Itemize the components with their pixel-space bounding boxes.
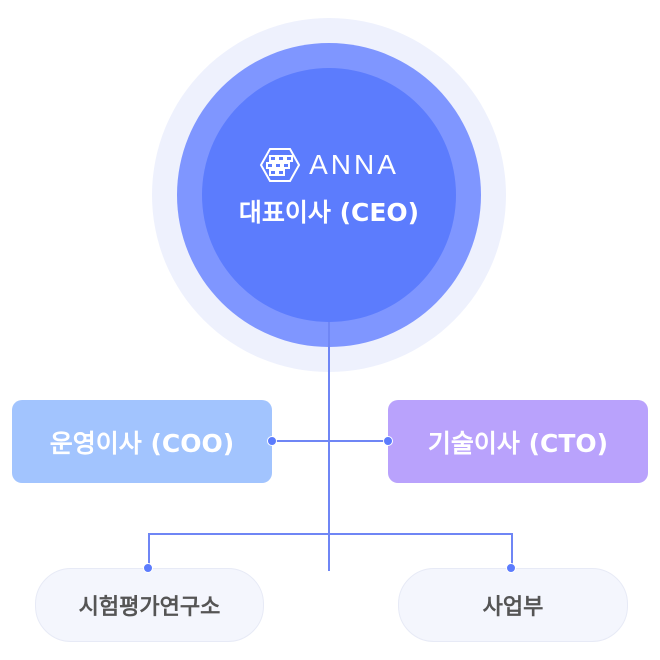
ceo-node[interactable]: ANNA 대표이사 (CEO) xyxy=(202,68,456,322)
department-title: 시험평가연구소 xyxy=(78,595,221,620)
coo-node[interactable]: 운영이사 (COO) xyxy=(12,400,272,483)
connector-dot xyxy=(267,436,277,446)
connector-executives xyxy=(272,440,388,442)
connector-left xyxy=(148,533,150,567)
connector-dot xyxy=(383,436,393,446)
connector-dot xyxy=(506,563,516,573)
connector-departments xyxy=(148,533,512,535)
hexagon-network-icon xyxy=(259,148,301,182)
connector-dot xyxy=(143,563,153,573)
ceo-title: 대표이사 (CEO) xyxy=(238,198,420,227)
connector-vertical xyxy=(328,320,330,571)
brand-logo: ANNA xyxy=(259,147,399,183)
cto-node[interactable]: 기술이사 (CTO) xyxy=(388,400,648,483)
department-node[interactable]: 사업부 xyxy=(398,568,628,642)
cto-title: 기술이사 (CTO) xyxy=(427,428,609,458)
department-title: 사업부 xyxy=(482,595,544,620)
brand-name: ANNA xyxy=(309,149,399,180)
coo-title: 운영이사 (COO) xyxy=(49,428,235,458)
department-node[interactable]: 시험평가연구소 xyxy=(35,568,264,642)
connector-right xyxy=(511,533,513,567)
